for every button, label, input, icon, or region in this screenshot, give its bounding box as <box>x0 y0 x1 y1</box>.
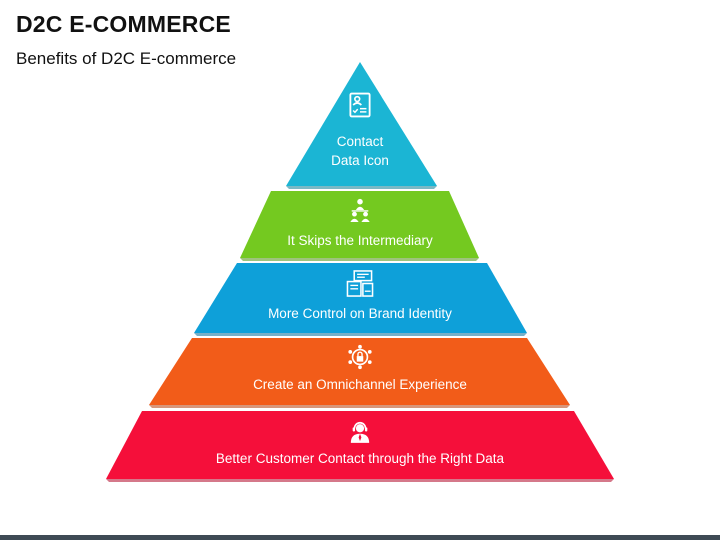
slide-subtitle: Benefits of D2C E-commerce <box>16 49 237 68</box>
tier-shadow <box>106 479 614 482</box>
tier-band <box>286 62 437 186</box>
tier-label: More Control on Brand Identity <box>268 306 452 321</box>
pyramid-tier: Better Customer Contact through the Righ… <box>106 411 614 482</box>
tier-label: Better Customer Contact through the Righ… <box>216 451 505 466</box>
tier-band <box>240 191 479 258</box>
tier-label: Contact <box>337 134 384 149</box>
slide-title: D2C E-COMMERCE <box>16 11 231 37</box>
tier-label: Create an Omnichannel Experience <box>253 377 467 392</box>
tier-shadow <box>240 258 479 261</box>
pyramid-tier: It Skips the Intermediary <box>240 191 479 261</box>
tier-band <box>149 338 570 405</box>
tier-band <box>106 411 614 479</box>
tier-label: Data Icon <box>331 153 389 168</box>
tier-label: It Skips the Intermediary <box>287 233 433 248</box>
bottom-bar <box>0 535 720 540</box>
tier-shadow <box>286 186 437 189</box>
pyramid-tier: Create an Omnichannel Experience <box>149 338 570 408</box>
tier-shadow <box>149 405 570 408</box>
tier-shadow <box>194 333 527 336</box>
tier-band <box>194 263 527 333</box>
pyramid-tier: More Control on Brand Identity <box>194 263 527 336</box>
